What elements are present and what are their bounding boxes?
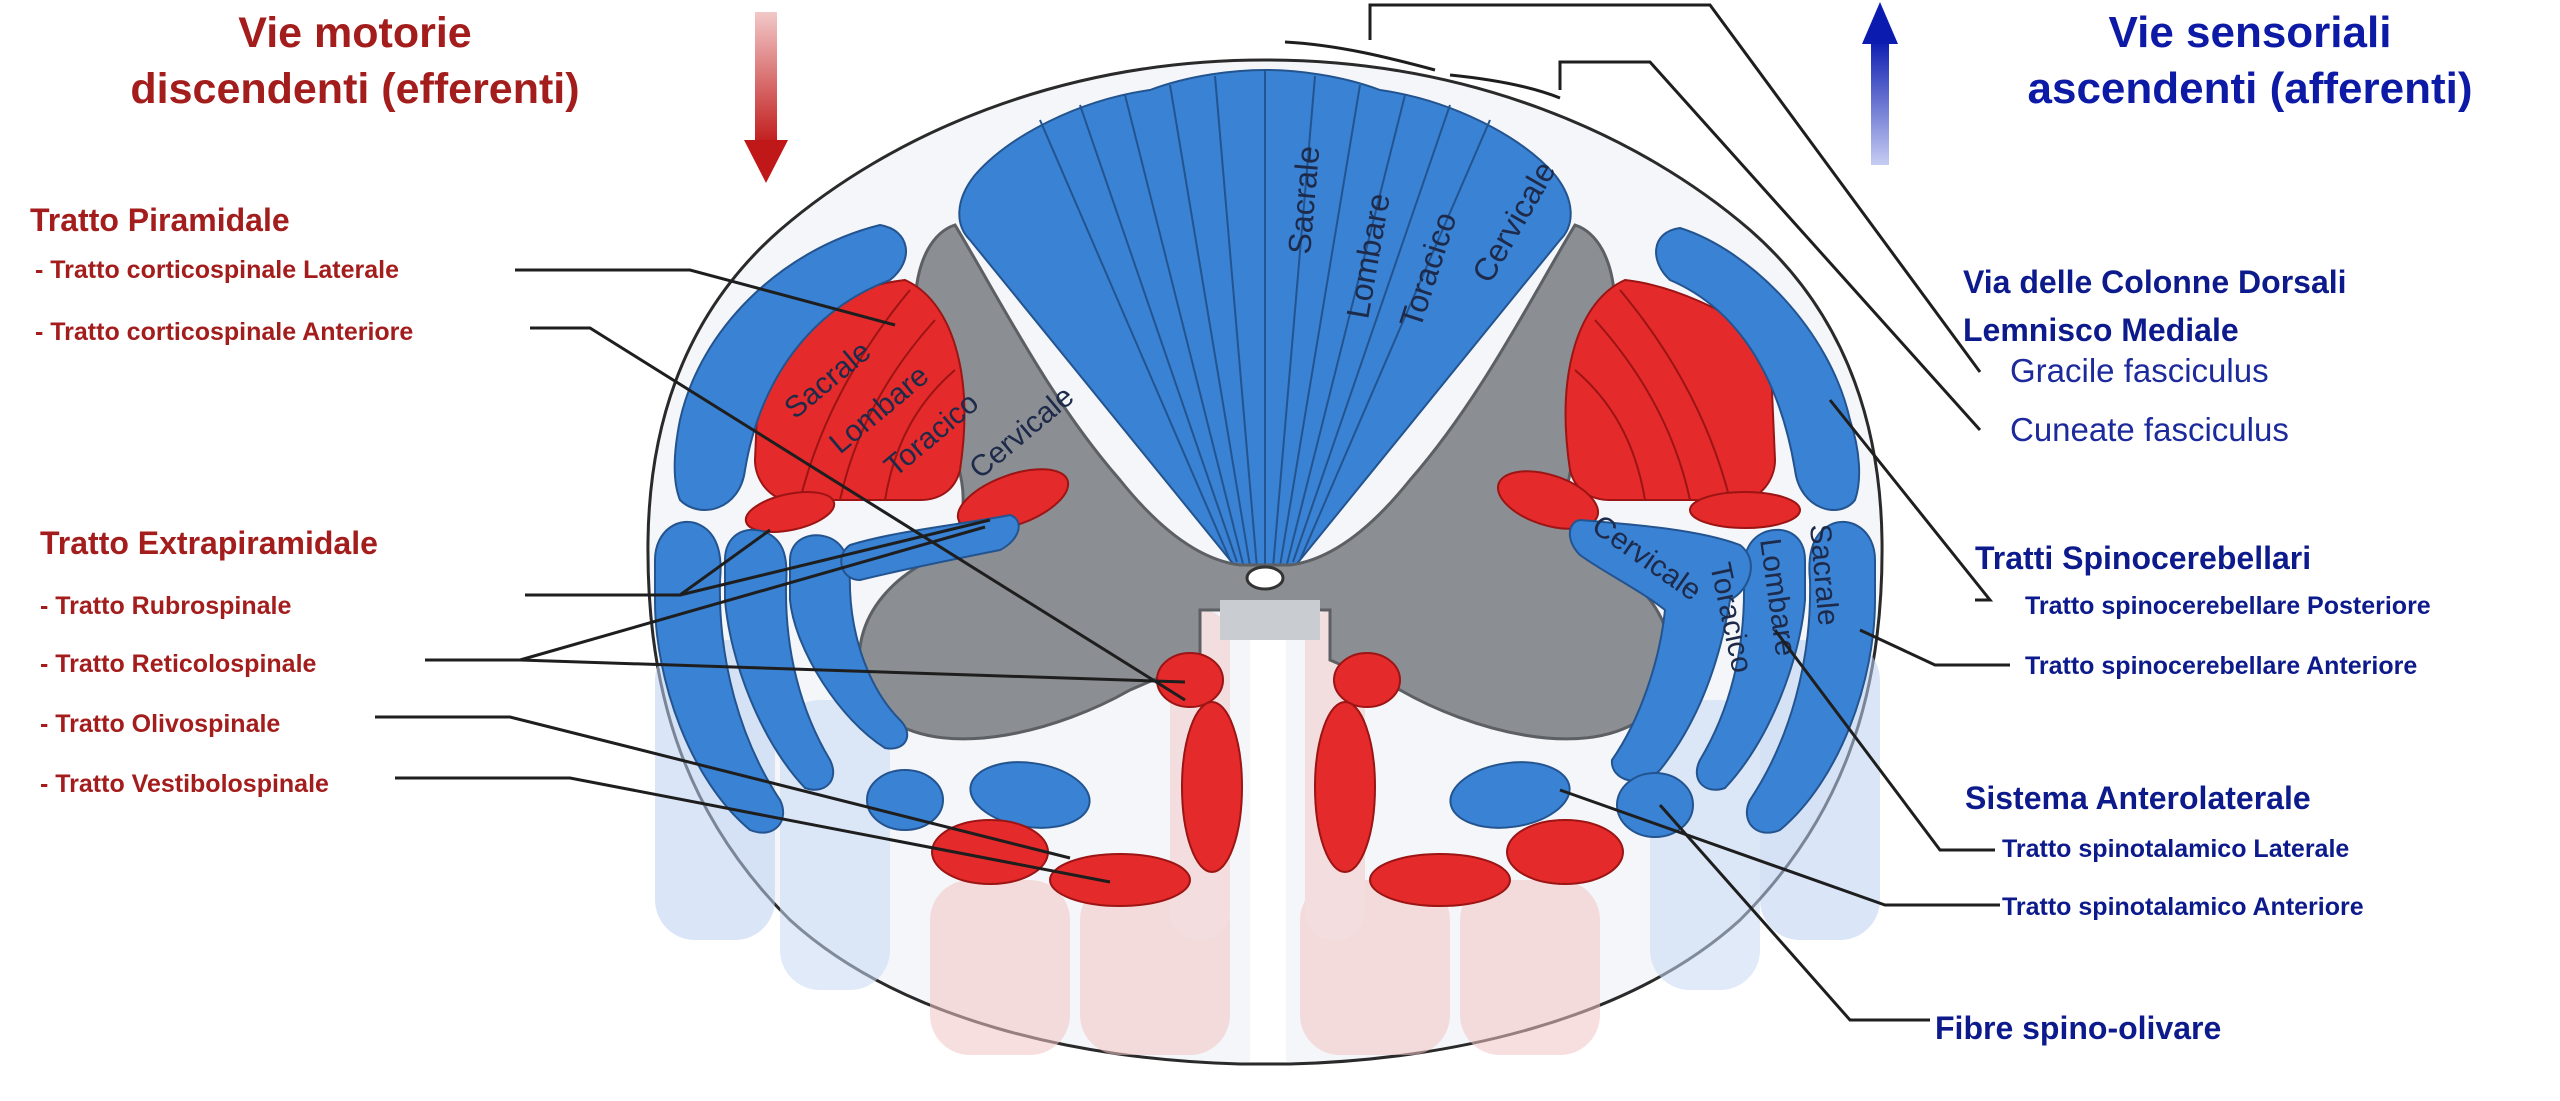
sensory-heading-line2: ascendenti (afferenti) [2027, 64, 2473, 113]
anterior-corticospinal-label: - Tratto corticospinale Anteriore [35, 318, 414, 346]
motor-heading-line1: Vie motorie [238, 9, 472, 57]
rubrospinal-label: - Tratto Rubrospinale [40, 592, 292, 620]
dorsal-column-title-line2: Lemnisco Mediale [1963, 312, 2239, 348]
meningeal-arcs [1284, 40, 1561, 100]
dorsal-column-title-line1: Via delle Colonne Dorsali [1963, 264, 2347, 300]
spino-olivary-label: Fibre spino-olivare [1935, 1010, 2222, 1046]
right-blue-tracts [1449, 226, 1876, 838]
ascending-arrow-icon [1862, 2, 1898, 165]
central-canal [1245, 565, 1285, 591]
extrapyramidal-title: Tratto Extrapiramidale [40, 525, 378, 561]
anterior-spinothalamic-label: Tratto spinotalamico Anteriore [2002, 893, 2364, 921]
spinocerebellar-title: Tratti Spinocerebellari [1975, 540, 2312, 576]
motor-heading-line2: discendenti (efferenti) [130, 65, 580, 113]
reticulospinal-label: - Tratto Reticolospinale [40, 650, 317, 678]
sensory-heading-line1: Vie sensoriali [2108, 8, 2392, 57]
red-tract-left-small [956, 468, 1070, 532]
anterior-spinocerebellar-label: Tratto spinocerebellare Anteriore [2025, 652, 2418, 680]
left-blue-tracts [654, 223, 1091, 834]
anterolateral-title: Sistema Anterolaterale [1965, 780, 2311, 816]
gracile-fasciculus-label: Gracile fasciculus [2010, 352, 2269, 389]
olivospinal-label: - Tratto Olivospinale [40, 710, 281, 738]
descending-arrow-icon [744, 12, 788, 183]
red-tract-right-a [1496, 470, 1600, 530]
cuneate-fasciculus-label: Cuneate fasciculus [2010, 411, 2289, 448]
rubrospinal-left [744, 491, 836, 533]
dorsal-column-title: Via delle Colonne Dorsali Lemnisco Media… [1963, 258, 2347, 354]
motor-heading: Vie motorie discendenti (efferenti) [60, 5, 650, 117]
red-tract-right-b [1689, 491, 1801, 529]
sensory-heading: Vie sensoriali ascendenti (afferenti) [1950, 5, 2550, 117]
lateral-spinothalamic-label: Tratto spinotalamico Laterale [2002, 835, 2350, 863]
leader-lines [375, 3, 2010, 1022]
posterior-spinocerebellar-label: Tratto spinocerebellare Posteriore [2025, 592, 2431, 620]
lateral-corticospinal-label: - Tratto corticospinale Laterale [35, 256, 399, 284]
vestibulospinal-label: - Tratto Vestibolospinale [40, 770, 329, 798]
pyramidal-title: Tratto Piramidale [30, 202, 290, 238]
